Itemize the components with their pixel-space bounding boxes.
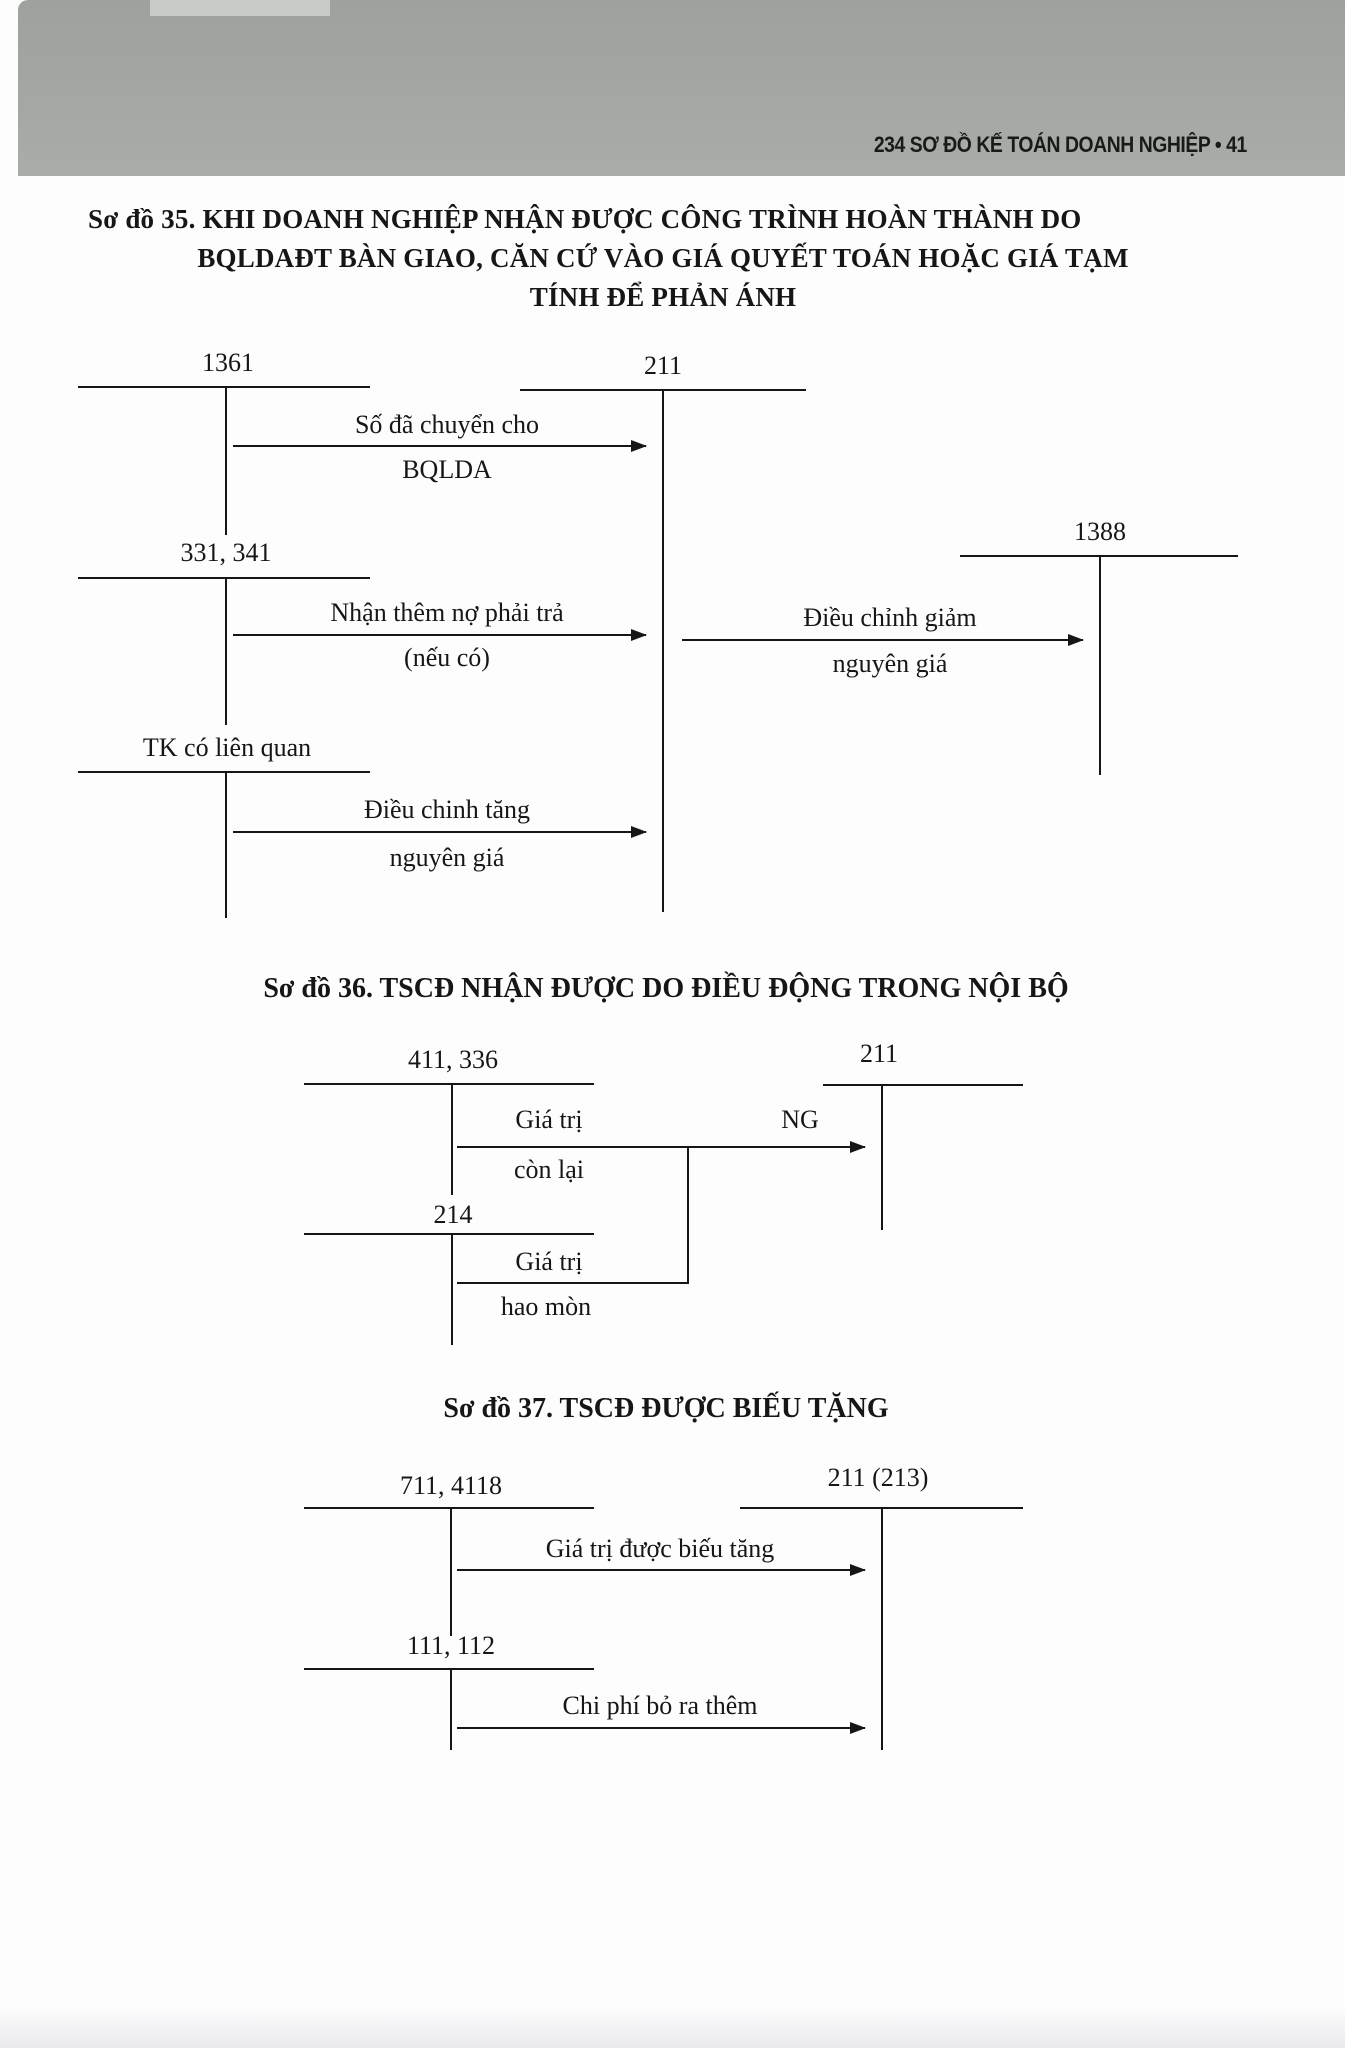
account-label-1361: 1361 [202,348,254,377]
account-label-1388: 1388 [1074,517,1126,546]
account-label-211: 211 [643,351,683,380]
diagram35-title-line1: Sơ đồ 35. KHI DOANH NGHIỆP NHẬN ĐƯỢC CÔN… [88,204,1082,234]
page-header-band [18,0,1345,176]
account-label-331-341: 331, 341 [180,538,272,567]
connector-214-to-arrow [457,1147,689,1284]
entry-label: Điều chỉnh giảm [803,603,977,632]
entry-label: Giá trị được biếu tăng [545,1534,775,1563]
entry-label: hao mòn [500,1292,592,1321]
diagram35-title: Sơ đồ 35. KHI DOANH NGHIỆP NHẬN ĐƯỢC CÔN… [88,200,1238,317]
diagram36-title: Sơ đồ 36. TSCĐ NHẬN ĐƯỢC DO ĐIỀU ĐỘNG TR… [263,973,1069,1004]
entry-label: Điều chinh tăng [363,795,531,824]
diagram37-title: Sơ đồ 37. TSCĐ ĐƯỢC BIẾU TẶNG [443,1393,889,1424]
diagram35-title-line3: TÍNH ĐỂ PHẢN ÁNH [529,282,797,312]
account-label-411-336: 411, 336 [407,1045,499,1074]
account-label-711-4118: 711, 4118 [399,1471,503,1500]
entry-label: còn lại [513,1155,585,1184]
account-label-214: 214 [433,1200,473,1229]
running-head: 234 SƠ ĐỒ KẾ TOÁN DOANH NGHIỆP • 41 [874,132,1247,157]
account-label-211: 211 [859,1039,899,1068]
entry-label: Nhận thêm nợ phải trả [330,598,564,627]
entry-label: nguyên giá [389,843,505,872]
entry-label: nguyên giá [832,649,948,678]
diagram35-title-line2: BQLDAĐT BÀN GIAO, CĂN CỨ VÀO GIÁ QUYẾT T… [197,243,1129,273]
account-label-111-112: 111, 112 [406,1631,496,1660]
entry-label: Giá trị [515,1247,583,1276]
account-label-211-213: 211 (213) [827,1463,929,1492]
entry-label: BQLDA [402,455,492,484]
entry-label: Số đã chuyển cho [354,410,540,439]
account-label-related: TK có liên quan [142,733,312,762]
entry-label-ng: NG [781,1105,819,1134]
entry-label: Chi phí bỏ ra thêm [562,1691,758,1720]
header-tab-mark [150,0,330,16]
entry-label: Giá trị [515,1105,583,1134]
page-bottom-edge [0,2008,1345,2048]
entry-label: (nếu có) [404,643,490,672]
